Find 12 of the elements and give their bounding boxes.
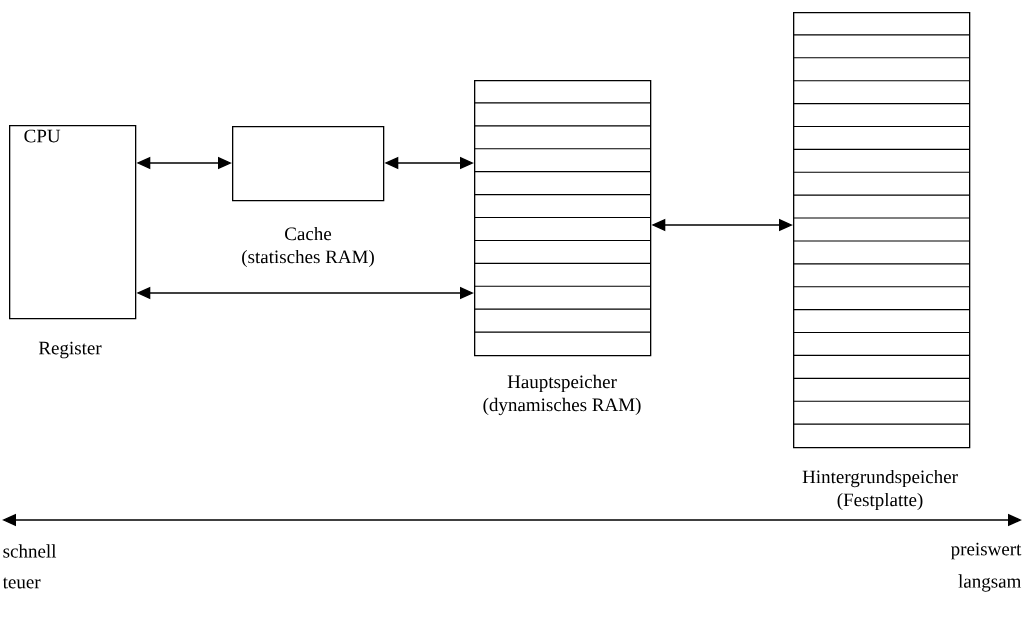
cpu-box: CPU — [9, 125, 137, 320]
node-label: Hintergrundspeicher (Festplatte) — [802, 469, 958, 511]
scale-label: teuer — [2, 577, 41, 589]
node-label: Hauptspeicher (dynamisches RAM) — [483, 374, 641, 416]
memory-stack — [792, 12, 971, 449]
node-label: Cache (statisches RAM) — [242, 226, 374, 268]
scale-label: preiswert — [951, 542, 1022, 560]
node-label: Register — [38, 341, 102, 359]
scale-label: schnell — [3, 544, 57, 558]
scale-label: langsam — [958, 574, 1022, 592]
memory-stack — [473, 80, 652, 357]
cache-box — [232, 126, 385, 202]
